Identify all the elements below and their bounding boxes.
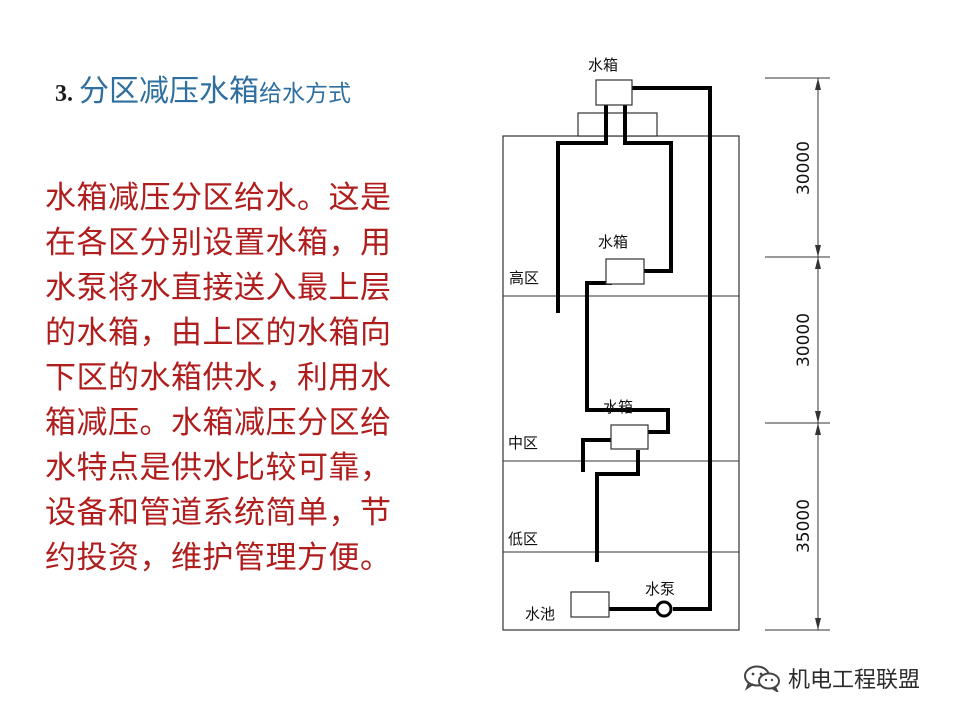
pool-label: 水池 bbox=[525, 605, 555, 623]
top-water-tank bbox=[595, 79, 633, 106]
high-zone-pipe bbox=[556, 105, 608, 313]
high-to-mid-tank-pipe bbox=[585, 281, 670, 434]
dim-arrow bbox=[815, 411, 821, 423]
top-tank-label: 水箱 bbox=[588, 56, 618, 74]
dim-label-top: 30000 bbox=[794, 141, 814, 195]
high-tank-label: 水箱 bbox=[598, 233, 628, 251]
zone-mid-label: 中区 bbox=[508, 434, 538, 452]
pump-label: 水泵 bbox=[645, 580, 675, 598]
mid-zone-pipe bbox=[581, 438, 615, 472]
dim-label-middle: 30000 bbox=[794, 313, 814, 367]
dim-arrow bbox=[815, 78, 821, 90]
water-pool bbox=[570, 591, 610, 618]
body-paragraph: 水箱减压分区给水。这是在各区分别设置水箱，用水泵将水直接送入最上层的水箱，由上区… bbox=[45, 180, 392, 576]
main-riser-pipe bbox=[632, 86, 712, 611]
title-number: 3. bbox=[55, 81, 73, 107]
title-main: 分区减压水箱 bbox=[79, 74, 259, 109]
dim-label-bottom: 35000 bbox=[794, 499, 814, 553]
zone-high-label: 高区 bbox=[509, 269, 539, 287]
wechat-icon bbox=[744, 665, 780, 692]
dim-arrow bbox=[815, 257, 821, 269]
low-zone-pipe bbox=[595, 450, 640, 562]
watermark-text: 机电工程联盟 bbox=[788, 668, 921, 693]
zone-low-label: 低区 bbox=[508, 530, 538, 548]
building-outline bbox=[502, 135, 740, 631]
slide-title: 3.分区减压水箱给水方式 bbox=[55, 70, 351, 116]
dim-arrow bbox=[815, 423, 821, 435]
dim-arrow bbox=[815, 618, 821, 630]
roof-structure bbox=[577, 112, 658, 137]
high-zone-water-tank bbox=[605, 258, 645, 285]
watermark: 机电工程联盟 bbox=[742, 662, 920, 694]
pump-icon bbox=[655, 600, 673, 618]
dim-arrow bbox=[815, 245, 821, 257]
mid-zone-water-tank bbox=[610, 424, 649, 450]
top-to-high-tank-pipe bbox=[623, 105, 673, 273]
title-sub: 给水方式 bbox=[259, 81, 351, 107]
mid-tank-label: 水箱 bbox=[603, 398, 633, 416]
